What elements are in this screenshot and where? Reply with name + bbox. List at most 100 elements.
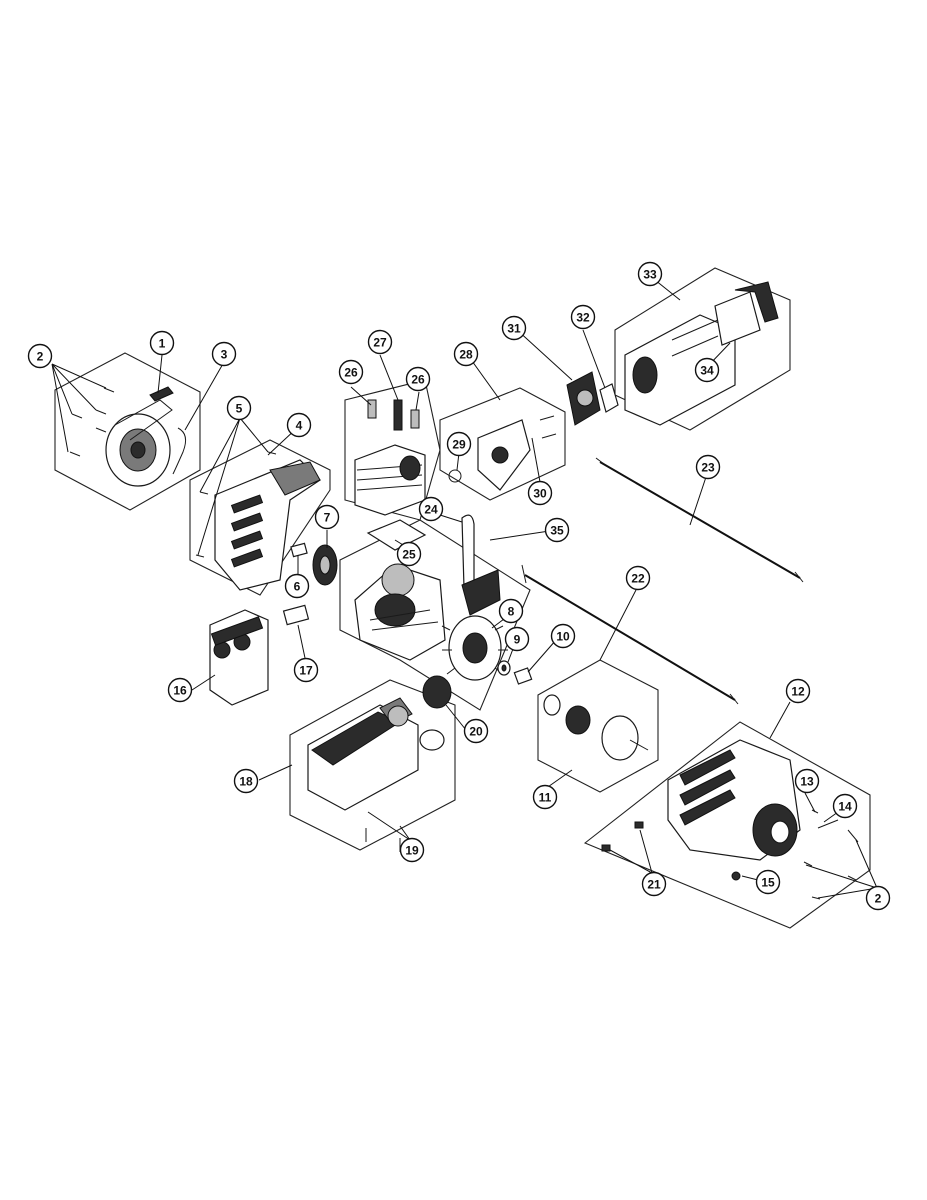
- callout-c8: 8: [498, 598, 524, 624]
- part-fuel-cap: [419, 675, 452, 751]
- callout-label: 23: [701, 461, 715, 475]
- callout-label: 2: [37, 350, 44, 364]
- callout-label: 13: [800, 775, 814, 789]
- callout-circle: [570, 304, 596, 330]
- part-pawl: [172, 427, 187, 475]
- callout-circle: [418, 496, 444, 522]
- part-cover-screws: [195, 451, 277, 558]
- callout-label: 9: [514, 633, 521, 647]
- callout-c16: 16: [167, 677, 193, 703]
- callout-c5: 5: [226, 395, 252, 421]
- callout-c9: 9: [504, 626, 530, 652]
- callout-c21: 21: [641, 871, 667, 897]
- callout-circle: [695, 454, 721, 480]
- part-throttle-cable: [595, 457, 804, 583]
- callout-label: 26: [344, 366, 358, 380]
- part-air-box: [624, 314, 736, 426]
- callout-label: 1: [159, 337, 166, 351]
- callout-label: 5: [236, 402, 243, 416]
- part-cylinder: [354, 444, 426, 516]
- part-clutch-housing: [667, 739, 801, 861]
- callout-circle: [501, 315, 527, 341]
- part-cylinder-gasket: [366, 519, 427, 551]
- callout-circle: [637, 261, 663, 287]
- callout-label: 11: [539, 791, 552, 805]
- callout-label: 10: [556, 630, 570, 644]
- callout-circle: [293, 657, 319, 683]
- callout-c10: 10: [550, 623, 576, 649]
- callout-circle: [865, 885, 891, 911]
- part-cylinder-bolts: [367, 399, 420, 431]
- callout-circle: [463, 718, 489, 744]
- callout-c2b: 2: [865, 885, 891, 911]
- callout-circle: [149, 330, 175, 356]
- callout-circle: [399, 837, 425, 863]
- callout-label: 2: [875, 892, 882, 906]
- callout-circle: [314, 504, 340, 530]
- callout-circle: [405, 366, 431, 392]
- callout-c13: 13: [794, 768, 820, 794]
- callout-label: 33: [643, 268, 657, 282]
- callout-circle: [367, 329, 393, 355]
- part-crankcase: [354, 563, 446, 661]
- part-engine-cover: [214, 459, 321, 591]
- callout-circle: [532, 784, 558, 810]
- callout-c35: 35: [544, 517, 570, 543]
- callout-c15: 15: [755, 869, 781, 895]
- callout-label: 35: [550, 524, 564, 538]
- callout-circle: [527, 480, 553, 506]
- panel-engine-cover: [189, 439, 331, 596]
- callout-c31: 31: [501, 315, 527, 341]
- panel-fuel-tank: [289, 679, 456, 851]
- panel-carb-mount: [439, 387, 566, 501]
- part-gasket-small: [282, 604, 310, 626]
- callout-label: 25: [402, 548, 416, 562]
- part-clutch: [543, 694, 649, 761]
- panel-crankcase: [339, 519, 531, 711]
- callout-circle: [167, 677, 193, 703]
- callout-c7: 7: [314, 504, 340, 530]
- callout-label: 24: [424, 503, 438, 517]
- callout-c33: 33: [637, 261, 663, 287]
- callout-c23: 23: [695, 454, 721, 480]
- callout-circle: [338, 359, 364, 385]
- callout-c1: 1: [149, 330, 175, 356]
- part-screws-left: [69, 387, 115, 457]
- part-clips: [601, 821, 644, 852]
- callout-circle: [694, 357, 720, 383]
- callout-circle: [544, 517, 570, 543]
- part-carb-gasket: [599, 383, 619, 413]
- callout-circle: [453, 341, 479, 367]
- callout-label: 3: [221, 348, 228, 362]
- part-small-hardware: [731, 809, 859, 900]
- callout-c27: 27: [367, 329, 393, 355]
- callout-circle: [27, 343, 53, 369]
- part-flywheel: [441, 615, 508, 681]
- callout-c32: 32: [570, 304, 596, 330]
- callout-c24: 24: [418, 496, 444, 522]
- callout-label: 12: [791, 685, 805, 699]
- callout-label: 32: [576, 311, 590, 325]
- part-recoil-starter: [105, 386, 174, 487]
- callout-label: 4: [296, 419, 303, 433]
- callout-c25: 25: [396, 541, 422, 567]
- callout-c2a: 2: [27, 343, 53, 369]
- callout-c26b: 26: [405, 366, 431, 392]
- callout-label: 6: [294, 580, 301, 594]
- callout-circle: [446, 431, 472, 457]
- callout-circle: [785, 678, 811, 704]
- part-carburetor: [566, 371, 601, 426]
- callout-circle: [641, 871, 667, 897]
- callout-label: 34: [700, 364, 714, 378]
- part-air-filter: [714, 281, 779, 346]
- callout-circle: [211, 341, 237, 367]
- callout-c28: 28: [453, 341, 479, 367]
- callout-label: 21: [647, 878, 661, 892]
- part-ignition: [312, 544, 338, 586]
- callout-c11: 11: [532, 784, 558, 810]
- callout-label: 27: [373, 336, 387, 350]
- callout-circle: [233, 768, 259, 794]
- part-air-cover: [209, 609, 269, 706]
